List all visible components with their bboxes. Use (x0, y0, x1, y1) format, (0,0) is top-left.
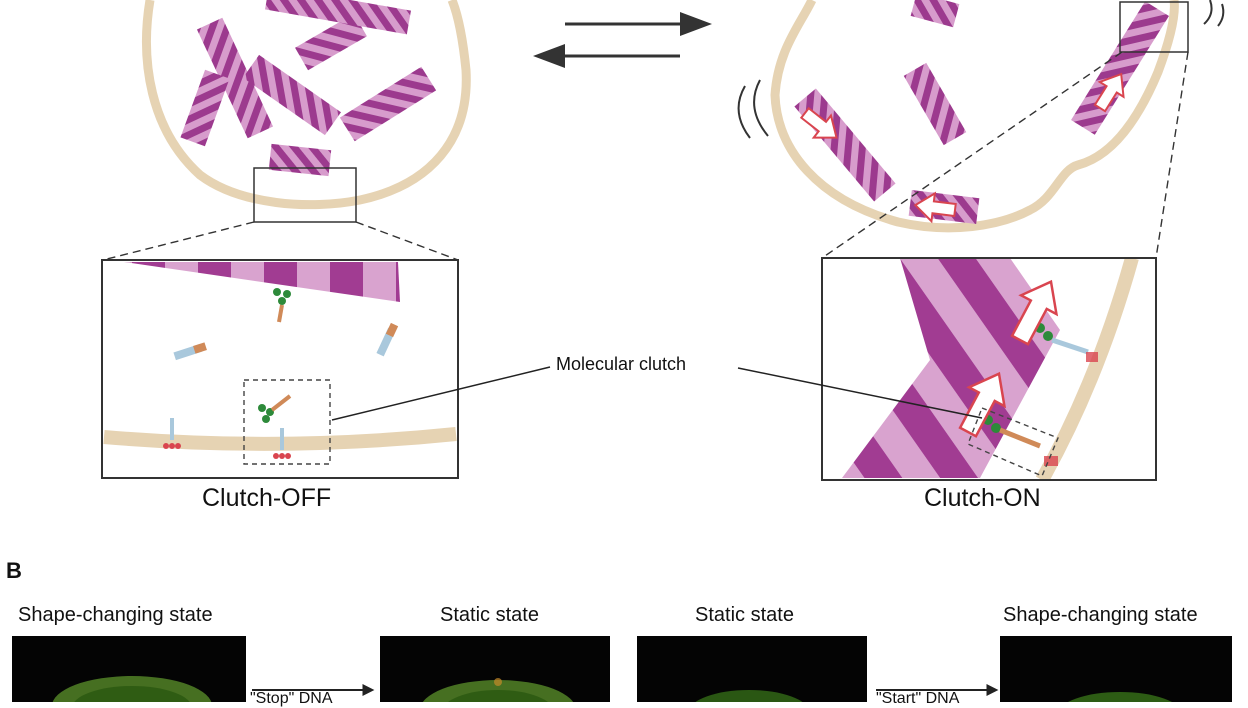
zoom-line (355, 221, 459, 261)
zoom-line (102, 221, 255, 261)
leader-line-left (331, 366, 551, 421)
force-arrows (799, 72, 1125, 224)
actin-filaments-static (180, 0, 437, 177)
micrograph-1 (12, 636, 246, 702)
cell-moving (737, 0, 1225, 259)
zoom-line (821, 51, 1123, 259)
zoom-line (1155, 51, 1189, 259)
molecular-clutch-label: Molecular clutch (556, 354, 687, 374)
leader-line-right (737, 367, 983, 419)
clutch-molecules (163, 288, 399, 459)
image-2-label: Static state (440, 604, 539, 626)
panel-b-label: B (6, 558, 22, 583)
traction-arrows (958, 279, 1059, 438)
cell-static (102, 0, 471, 261)
micrograph-2 (380, 636, 610, 702)
equilibrium-arrows (533, 12, 712, 68)
zoom-box-right (1119, 1, 1189, 53)
clutch-box-on (967, 407, 1059, 477)
zoom-box-left (253, 167, 357, 223)
clutch-box-off (243, 379, 331, 465)
clutch-on-label: Clutch-ON (924, 484, 1041, 512)
micrograph-3 (637, 636, 867, 702)
inset-clutch-on (821, 257, 1157, 481)
motion-lines (737, 0, 1225, 139)
image-1-label: Shape-changing state (18, 604, 213, 626)
actin-filaments-moving (794, 0, 1169, 225)
stop-dna-label: "Stop" DNA (250, 690, 333, 707)
clutch-off-label: Clutch-OFF (202, 484, 332, 512)
image-3-label: Static state (695, 604, 794, 626)
micrograph-4 (1000, 636, 1232, 702)
image-4-label: Shape-changing state (1003, 604, 1198, 626)
inset-clutch-off (101, 259, 459, 479)
start-dna-label: "Start" DNA (876, 690, 960, 707)
